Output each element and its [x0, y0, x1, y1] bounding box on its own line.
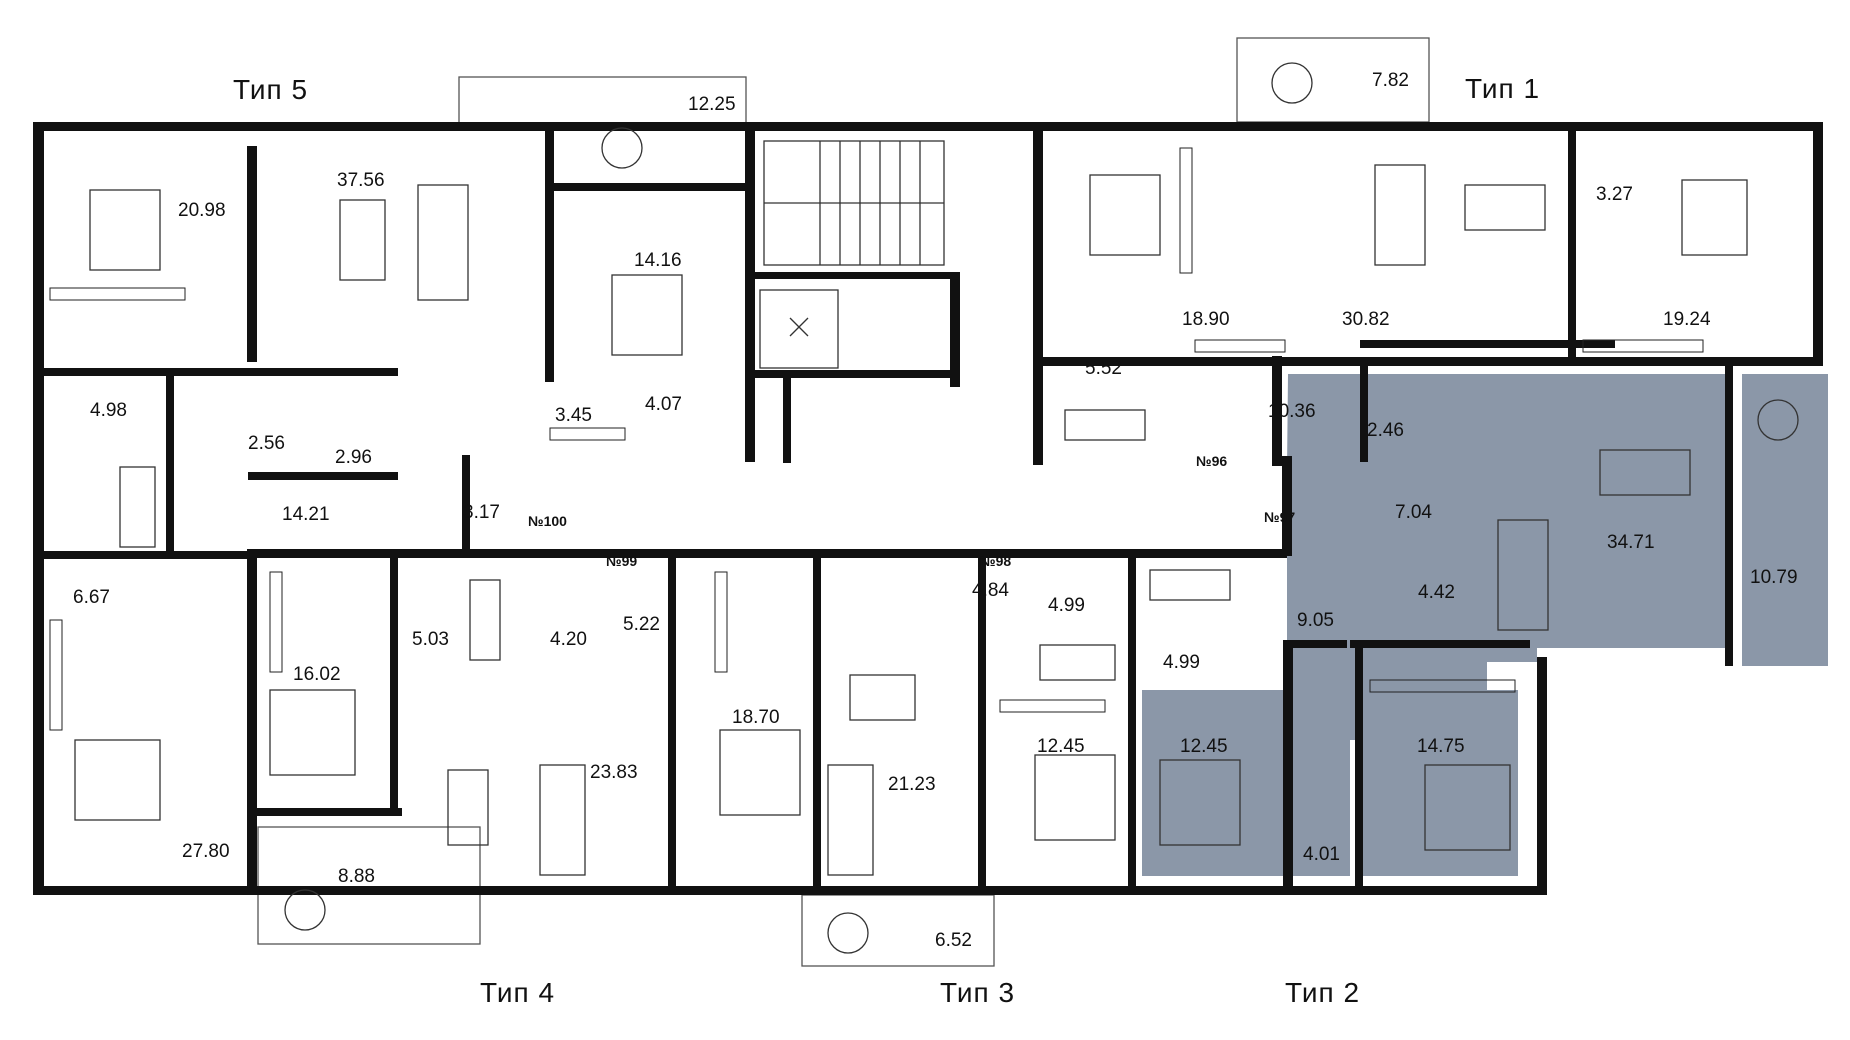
area-4-98: 4.98	[90, 400, 127, 421]
apartment-number-100: №100	[528, 513, 567, 529]
area-12-45-a: 12.45	[1037, 736, 1085, 757]
area-21-23: 21.23	[888, 774, 936, 795]
area-10-36: 10.36	[1268, 401, 1316, 422]
apartment-number-99: №99	[606, 553, 637, 569]
type-label-1: Тип 1	[1465, 73, 1540, 104]
area-5-52: 5.52	[1085, 358, 1122, 379]
area-8-88: 8.88	[338, 866, 375, 887]
area-2-96: 2.96	[335, 447, 372, 468]
type-label-2: Тип 2	[1285, 977, 1360, 1008]
area-18-70: 18.70	[732, 707, 780, 728]
area-14-75: 14.75	[1417, 736, 1465, 757]
type-labels: Тип 5 Тип 1 Тип 4 Тип 3 Тип 2	[233, 73, 1540, 1008]
area-19-24: 19.24	[1663, 309, 1711, 330]
area-4-01: 4.01	[1303, 844, 1340, 865]
area-12-45-b: 12.45	[1180, 736, 1228, 757]
area-6-52: 6.52	[935, 930, 972, 951]
area-4-99-b: 4.99	[1163, 652, 1200, 673]
area-6-67: 6.67	[73, 587, 110, 608]
type-label-4: Тип 4	[480, 977, 555, 1008]
area-14-16: 14.16	[634, 250, 682, 271]
area-3-45: 3.45	[555, 405, 592, 426]
area-5-22: 5.22	[623, 614, 660, 635]
area-23-83: 23.83	[590, 762, 638, 783]
area-7-04: 7.04	[1395, 502, 1432, 523]
area-3-17: 3.17	[463, 502, 500, 523]
room-area-labels: 20.98 37.56 12.25 14.16 7.82 18.90 30.82…	[73, 70, 1798, 951]
area-4-20: 4.20	[550, 629, 587, 650]
area-37-56: 37.56	[337, 170, 385, 191]
highlighted-apartment-type-2[interactable]	[1142, 374, 1828, 876]
area-4-84: 4.84	[972, 580, 1009, 601]
area-34-71: 34.71	[1607, 532, 1655, 553]
furniture	[74, 62, 1799, 954]
area-5-03: 5.03	[412, 629, 449, 650]
outer-walls	[33, 122, 1823, 895]
area-10-79: 10.79	[1750, 567, 1798, 588]
apartment-numbers: №96 №97 №98 №99 №100	[528, 453, 1295, 569]
area-7-82: 7.82	[1372, 70, 1409, 91]
area-3-27: 3.27	[1596, 184, 1633, 205]
type-label-3: Тип 3	[940, 977, 1015, 1008]
area-4-42: 4.42	[1418, 582, 1455, 603]
interior-walls	[33, 122, 1615, 895]
area-2-46: 2.46	[1367, 420, 1404, 441]
area-20-98: 20.98	[178, 200, 226, 221]
area-4-07: 4.07	[645, 394, 682, 415]
apartment-number-98: №98	[980, 553, 1011, 569]
wardrobes	[49, 147, 1704, 731]
area-4-99-a: 4.99	[1048, 595, 1085, 616]
area-14-21: 14.21	[282, 504, 330, 525]
area-27-80: 27.80	[182, 841, 230, 862]
apartment-number-96: №96	[1196, 453, 1227, 469]
staircase	[759, 140, 945, 369]
area-2-56: 2.56	[248, 433, 285, 454]
area-18-90: 18.90	[1182, 309, 1230, 330]
area-30-82: 30.82	[1342, 309, 1390, 330]
apartment-number-97: №97	[1264, 509, 1295, 525]
area-12-25: 12.25	[688, 94, 736, 115]
area-16-02: 16.02	[293, 664, 341, 685]
type-label-5: Тип 5	[233, 74, 308, 105]
area-9-05: 9.05	[1297, 610, 1334, 631]
